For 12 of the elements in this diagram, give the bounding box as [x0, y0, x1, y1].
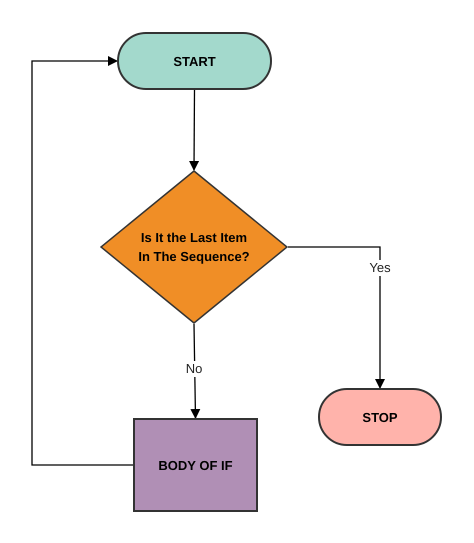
edge-label: No — [184, 361, 204, 377]
edge-label: Yes — [367, 260, 393, 276]
decision-diamond — [100, 170, 288, 324]
node-label: Is It the Last Item In The Sequence? — [137, 229, 251, 266]
arrow — [189, 90, 200, 171]
arrow — [288, 246, 385, 389]
process-box — [133, 418, 258, 512]
arrow — [31, 56, 133, 466]
node-label: BODY OF IF — [158, 456, 233, 474]
node-label: START — [173, 52, 216, 70]
arrow — [190, 324, 200, 419]
node-label: STOP — [362, 408, 398, 426]
